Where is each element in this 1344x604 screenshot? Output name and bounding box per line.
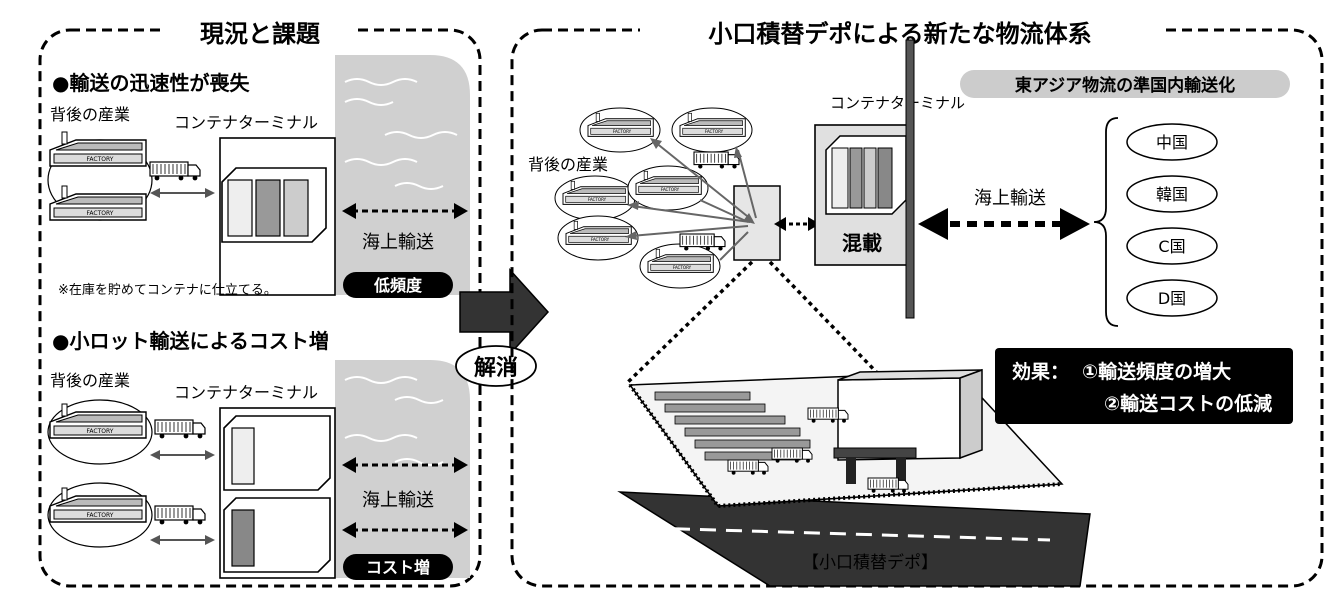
depot-illustration bbox=[617, 368, 1091, 587]
right-sea-label: 海上輸送 bbox=[974, 188, 1046, 209]
section2-heading: ●小ロット輸送によるコスト増 bbox=[52, 329, 329, 353]
section2-container-1 bbox=[223, 415, 331, 491]
effect-line-2: ②輸送コストの低減 bbox=[1104, 392, 1272, 415]
country-china-ellipse bbox=[1126, 123, 1218, 161]
mixed-label: 混載 bbox=[842, 231, 882, 255]
section1-sea-label: 海上輸送 bbox=[362, 232, 434, 253]
section2-terminal-label: コンテナターミナル bbox=[174, 383, 318, 402]
east-asia-label: 東アジア物流の準国内輸送化 bbox=[1015, 75, 1235, 96]
east-asia-pill bbox=[960, 70, 1290, 98]
right-factories bbox=[554, 107, 753, 289]
section1-badge bbox=[343, 272, 453, 298]
section2-sea-arrows bbox=[352, 463, 460, 532]
country-korea: 韓国 bbox=[1156, 185, 1188, 204]
right-terminal-label: コンテナターミナル bbox=[830, 94, 965, 112]
section1-containers bbox=[221, 167, 327, 243]
effect-box bbox=[995, 348, 1293, 424]
quay-wall bbox=[905, 39, 915, 319]
section2-road-arrows bbox=[155, 454, 210, 541]
section1-sea-area bbox=[335, 55, 470, 295]
section1-industry-label: 背後の産業 bbox=[50, 105, 130, 124]
section1-note: ※在庫を貯めてコンテナに仕立てる。 bbox=[58, 283, 277, 298]
section2-badge bbox=[343, 554, 453, 580]
factory-icon bbox=[49, 131, 147, 167]
left-panel-title: 現況と課題 bbox=[200, 20, 321, 48]
right-panel-title: 小口積替デポによる新たな物流体系 bbox=[708, 20, 1091, 48]
section2-industry-label: 背後の産業 bbox=[50, 371, 130, 390]
zoom-lines bbox=[626, 260, 888, 384]
right-containers bbox=[825, 135, 907, 215]
countries-brace bbox=[1093, 117, 1119, 327]
effect-line-1: ①輸送頻度の増大 bbox=[1082, 360, 1231, 383]
country-c-ellipse bbox=[1126, 227, 1218, 265]
truck-icon bbox=[154, 419, 206, 439]
country-korea-ellipse bbox=[1126, 175, 1218, 213]
truck-icon bbox=[149, 161, 201, 181]
country-d-ellipse bbox=[1126, 279, 1218, 317]
section2-sea-label: 海上輸送 bbox=[362, 490, 434, 511]
depot-caption: 【小口積替デポ】 bbox=[802, 552, 938, 573]
section1-heading: ●輸送の迅速性が喪失 bbox=[52, 71, 250, 95]
country-d: D国 bbox=[1158, 289, 1186, 308]
section1-badge-label: 低頻度 bbox=[373, 276, 423, 295]
truck-icon bbox=[154, 505, 206, 526]
country-c: C国 bbox=[1158, 237, 1185, 256]
resolve-arrow bbox=[459, 268, 550, 356]
resolve-bubble bbox=[455, 345, 537, 387]
section2-container-2 bbox=[223, 497, 331, 573]
right-industry-label: 背後の産業 bbox=[528, 155, 608, 174]
feeder-arrows bbox=[629, 141, 757, 261]
small-depot-building bbox=[733, 185, 781, 261]
section2-badge-label: コスト増 bbox=[366, 558, 430, 577]
effect-label: 効果： bbox=[1012, 360, 1069, 383]
section2-waves bbox=[344, 376, 444, 466]
section1-terminal-label: コンテナターミナル bbox=[174, 113, 318, 132]
section1-waves bbox=[344, 78, 458, 190]
country-china: 中国 bbox=[1156, 133, 1188, 152]
section2-sea-area bbox=[335, 360, 470, 578]
